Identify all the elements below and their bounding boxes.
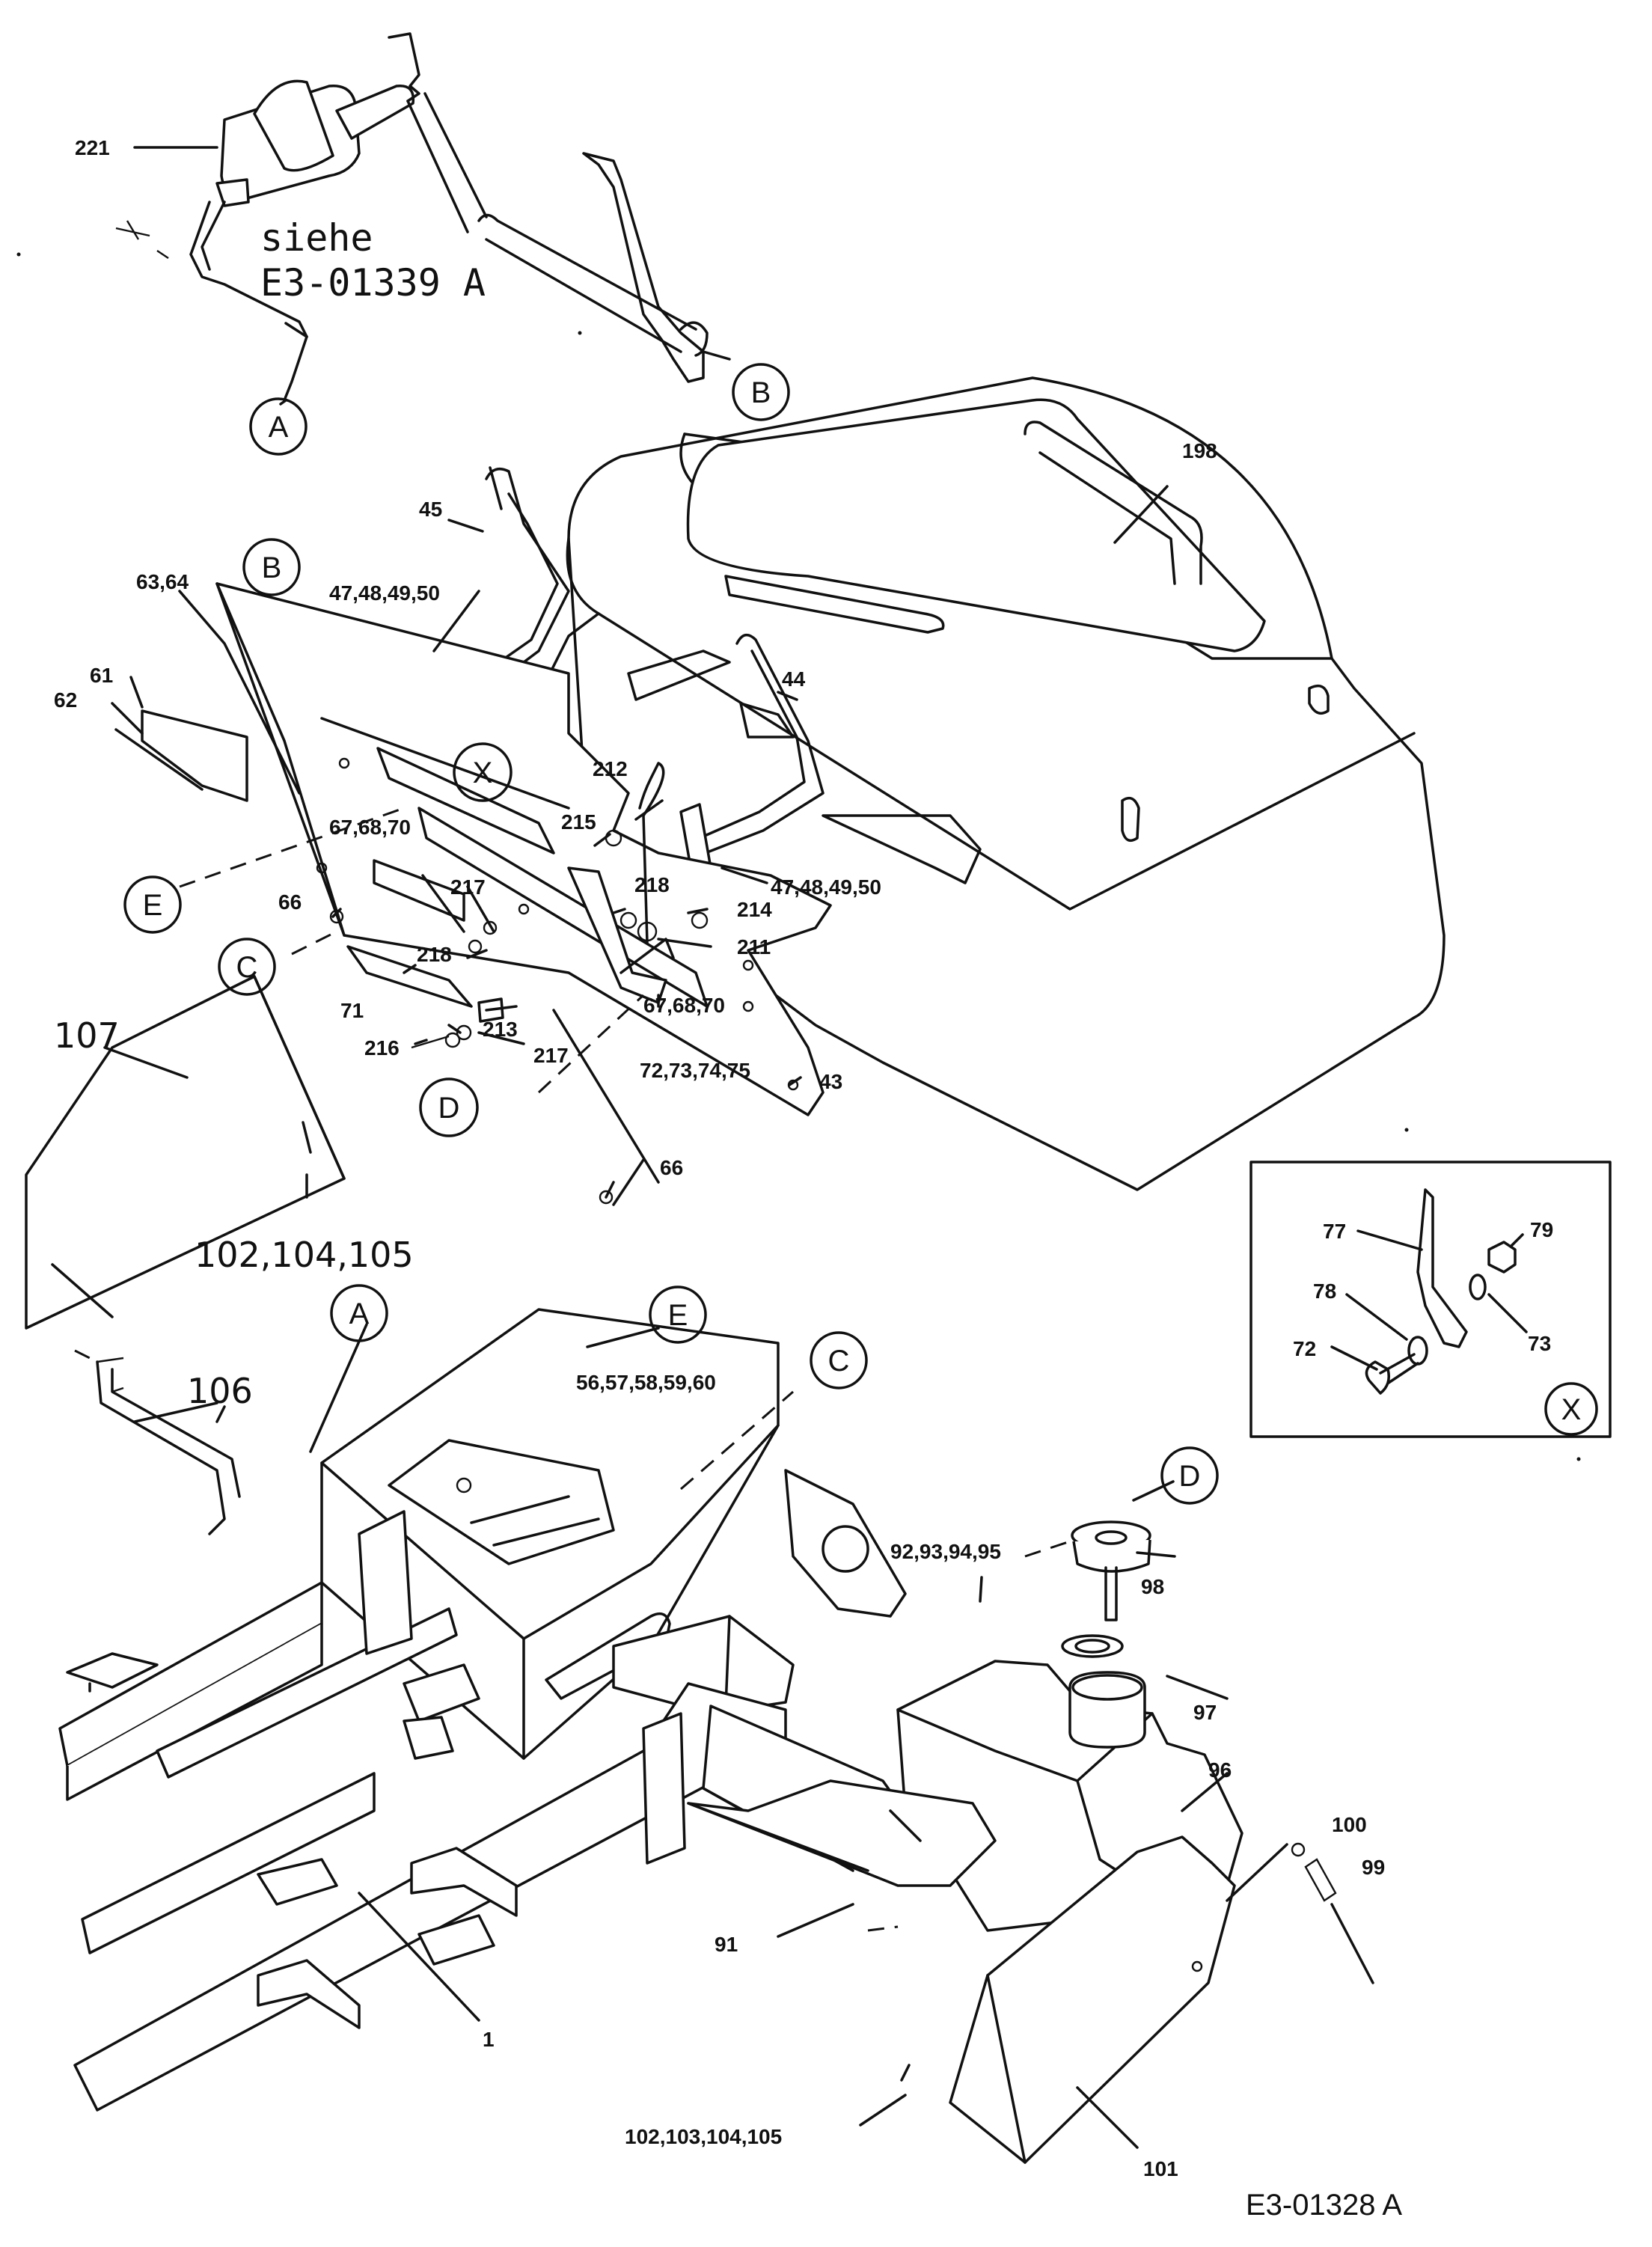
label-1: 1 — [483, 2028, 495, 2051]
label-62: 62 — [54, 688, 77, 712]
label-98: 98 — [1141, 1575, 1164, 1598]
label-102-105-bottom: 102,103,104,105 — [625, 2125, 782, 2148]
ref-letter: E — [668, 1299, 688, 1332]
ref-circle-D-tank: D — [1160, 1446, 1219, 1505]
label-72: 72 — [1293, 1337, 1316, 1360]
label-107: 107 — [54, 1015, 120, 1056]
label-216: 216 — [364, 1036, 400, 1060]
main-frame-assembly — [58, 1308, 944, 2112]
note-line-1: siehe — [260, 216, 373, 260]
label-44: 44 — [782, 667, 806, 691]
ref-letter: A — [349, 1297, 370, 1330]
label-217-top: 217 — [450, 875, 486, 899]
label-218-left: 218 — [417, 943, 452, 966]
label-215: 215 — [561, 810, 596, 834]
ref-letter: B — [262, 551, 282, 584]
label-45: 45 — [419, 498, 442, 521]
grass-catcher-bag — [537, 376, 1446, 1191]
label-92-95: 92,93,94,95 — [890, 1540, 1001, 1563]
fuel-tank-assembly — [687, 1520, 1374, 2164]
detail-x-box — [1249, 1161, 1612, 1438]
ref-letter: C — [236, 951, 258, 984]
ref-circle-A-frame: A — [330, 1284, 388, 1342]
label-100: 100 — [1332, 1813, 1367, 1836]
ref-circle-C-left: C — [218, 938, 276, 996]
ref-letter: B — [751, 376, 771, 409]
drawing-code: E3-01328 A — [1246, 2189, 1402, 2222]
label-211: 211 — [737, 935, 771, 959]
label-101: 101 — [1143, 2157, 1178, 2180]
label-214: 214 — [737, 898, 772, 921]
label-213: 213 — [483, 1018, 518, 1041]
label-198: 198 — [1182, 439, 1217, 462]
label-218-right: 218 — [634, 873, 670, 896]
ref-circle-X-mid: X — [453, 742, 513, 802]
label-47-50-right: 47,48,49,50 — [771, 875, 881, 899]
label-212: 212 — [593, 757, 628, 780]
ref-letter: D — [1179, 1460, 1201, 1493]
ref-circle-B-mid: B — [242, 538, 301, 596]
label-61: 61 — [90, 664, 113, 687]
label-71: 71 — [340, 999, 364, 1022]
label-221: 221 — [75, 136, 110, 159]
label-102-104-105: 102,104,105 — [195, 1235, 414, 1275]
label-72-75: 72,73,74,75 — [640, 1059, 750, 1082]
ref-letter: D — [438, 1092, 460, 1125]
lever-linkage-assembly — [115, 32, 709, 402]
ref-circle-C-frame: C — [810, 1331, 868, 1390]
label-66-bottom: 66 — [660, 1156, 683, 1179]
label-79: 79 — [1530, 1218, 1553, 1241]
label-67-68-70-top: 67,68,70 — [329, 816, 411, 839]
label-67-68-70-bottom: 67,68,70 — [643, 994, 725, 1017]
label-63-64: 63,64 — [136, 570, 189, 593]
ref-circle-X-detail: X — [1544, 1382, 1598, 1436]
label-97: 97 — [1193, 1701, 1217, 1724]
ref-letter: C — [828, 1345, 850, 1378]
label-56-60: 56,57,58,59,60 — [576, 1371, 716, 1394]
ref-circle-D-mid: D — [419, 1077, 479, 1137]
label-43: 43 — [819, 1070, 842, 1093]
ref-letter: E — [143, 889, 163, 922]
label-106: 106 — [187, 1371, 253, 1411]
label-78: 78 — [1313, 1280, 1336, 1303]
ref-letter: X — [473, 756, 493, 789]
label-217-bottom: 217 — [533, 1044, 569, 1067]
label-47-50-top: 47,48,49,50 — [329, 581, 440, 605]
label-66-left: 66 — [278, 890, 302, 914]
label-73: 73 — [1528, 1332, 1551, 1355]
ref-circle-E-left: E — [123, 875, 182, 934]
detail-marker: X — [1561, 1393, 1582, 1426]
ref-circle-A-top: A — [249, 397, 308, 456]
note-line-2: E3-01339 A — [260, 261, 486, 305]
ref-circle-B-top: B — [732, 363, 790, 421]
label-96: 96 — [1208, 1758, 1232, 1782]
label-91: 91 — [715, 1933, 738, 1956]
ref-circle-E-frame: E — [649, 1285, 707, 1344]
label-99: 99 — [1362, 1856, 1385, 1879]
label-77: 77 — [1323, 1220, 1346, 1243]
ref-letter: A — [269, 411, 289, 444]
